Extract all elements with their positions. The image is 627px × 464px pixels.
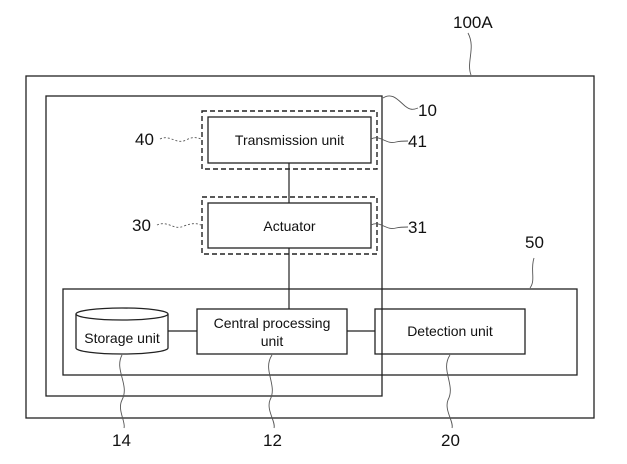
control-group-box — [62, 288, 578, 376]
leader-10 — [382, 95, 419, 110]
ref-30: 30 — [132, 216, 151, 235]
ref-14: 14 — [112, 431, 131, 450]
leader-20 — [446, 354, 453, 429]
ref-40: 40 — [135, 130, 154, 149]
ref-31: 31 — [408, 218, 427, 237]
cpu-label-line2: unit — [261, 333, 284, 349]
leader-50 — [529, 257, 535, 289]
leader-40 — [159, 137, 202, 142]
cpu-label-line1: Central processing — [214, 315, 331, 331]
ref-50: 50 — [525, 233, 544, 252]
ref-12: 12 — [263, 431, 282, 450]
module-box — [45, 95, 383, 397]
ref-41: 41 — [408, 132, 427, 151]
leader-14 — [119, 354, 125, 429]
leader-12 — [268, 354, 275, 429]
leader-30 — [156, 223, 202, 228]
detection-unit-label: Detection unit — [407, 323, 493, 339]
leader-31 — [370, 223, 409, 229]
ref-100a: 100A — [453, 13, 493, 32]
ref-10: 10 — [418, 101, 437, 120]
leader-41 — [370, 137, 409, 143]
detection-unit-block — [374, 308, 526, 355]
device-box — [25, 75, 595, 419]
actuator-label: Actuator — [263, 218, 315, 234]
transmission-unit-label: Transmission unit — [235, 132, 344, 148]
storage-unit-label: Storage unit — [84, 330, 160, 346]
storage-unit-cylinder — [75, 307, 169, 355]
ref-20: 20 — [441, 431, 460, 450]
leader-100a — [467, 32, 472, 76]
actuator-group-box — [201, 196, 378, 255]
